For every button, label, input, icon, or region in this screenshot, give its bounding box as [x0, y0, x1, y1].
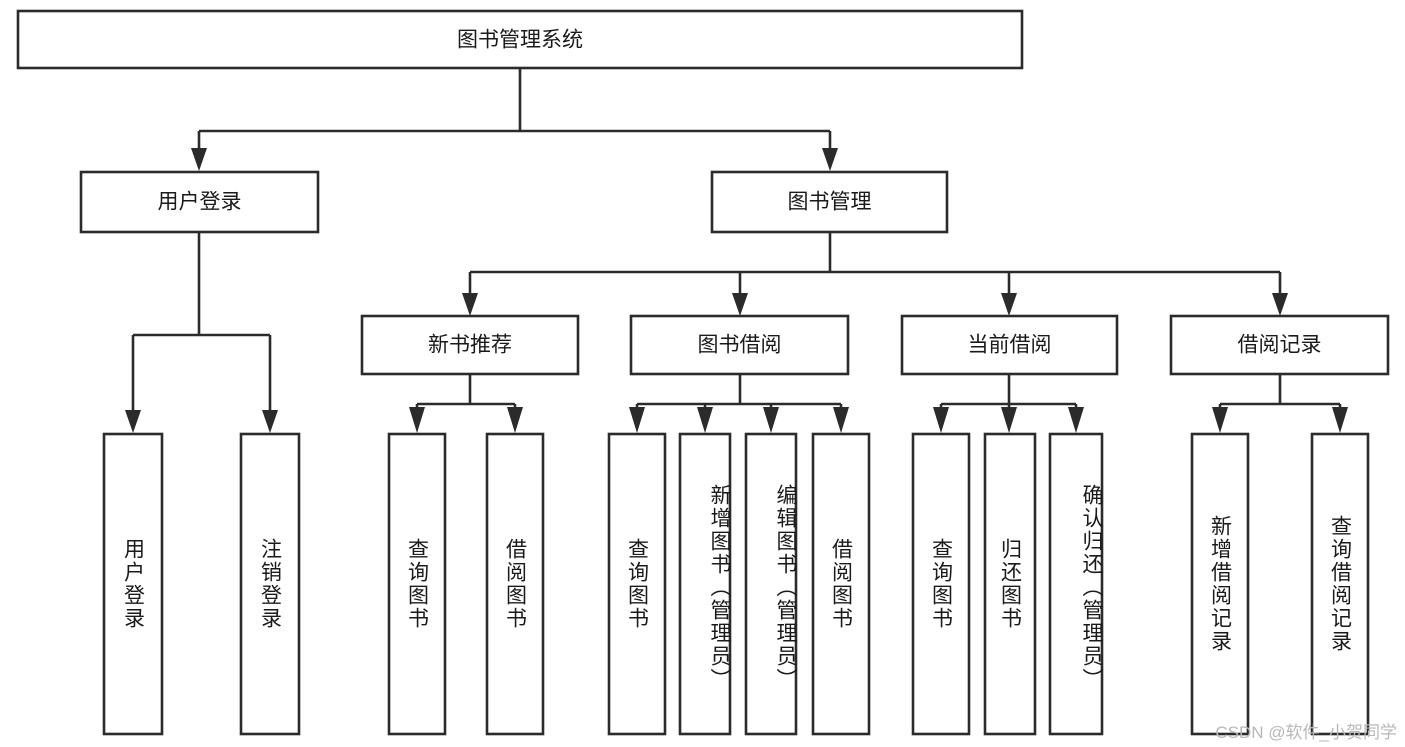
- node-root-box[interactable]: [16, 9, 1024, 70]
- node-root[interactable]: 图书管理系统: [16, 9, 1024, 70]
- leaf-box-add-book-admin[interactable]: [678, 432, 732, 736]
- node-book-management-box[interactable]: [710, 170, 949, 234]
- leaf-box-edit-book-admin[interactable]: [744, 432, 798, 736]
- node-book-management[interactable]: 图书管理: [710, 170, 949, 234]
- leaf-box-query-borrow-record[interactable]: [1310, 432, 1370, 736]
- leaf-box-return-book[interactable]: [983, 432, 1037, 736]
- node-book-borrow[interactable]: 图书借阅: [629, 314, 850, 376]
- connector-group-borrow-record: [1212, 374, 1348, 433]
- arrow-head-leaf-query-book-rec: [409, 407, 425, 433]
- leaf-box-borrow-book-rec[interactable]: [485, 432, 545, 736]
- arrow-head-leaf-query-book-borrow: [629, 407, 645, 433]
- node-borrow-record[interactable]: 借阅记录: [1169, 314, 1390, 376]
- arrow-head-leaf-borrow-book-rec: [507, 407, 523, 433]
- node-user-login[interactable]: 用户登录: [79, 170, 320, 234]
- leaf-box-borrow-book[interactable]: [811, 432, 871, 736]
- leaf-box-user-login[interactable]: [102, 432, 164, 736]
- arrow-head-leaf-return-book: [1001, 407, 1017, 433]
- node-user-login-box[interactable]: [79, 170, 320, 234]
- node-current-borrow-label: 当前借阅: [968, 334, 1052, 357]
- arrow-head-new-book-recommend: [462, 293, 478, 316]
- node-new-book-recommend[interactable]: 新书推荐: [360, 314, 580, 376]
- node-borrow-record-box[interactable]: [1169, 314, 1390, 376]
- connector-group-book-management: [462, 232, 1288, 316]
- node-current-borrow[interactable]: 当前借阅: [900, 314, 1119, 376]
- node-book-borrow-label: 图书借阅: [698, 334, 782, 357]
- arrow-head-book-borrow: [732, 293, 748, 316]
- csdn-watermark: CSDN @软件_小贺同学: [1215, 723, 1397, 742]
- connector-group-book-borrow: [629, 374, 849, 433]
- connector-group-new-book-recommend: [409, 374, 523, 433]
- leaf-box-query-book-current[interactable]: [911, 432, 971, 736]
- arrow-head-leaf-confirm-return-admin: [1068, 407, 1084, 433]
- arrow-head-borrow-record: [1272, 293, 1288, 316]
- arrow-head-leaf-user-logout: [262, 410, 278, 433]
- leaf-box-query-book-borrow[interactable]: [607, 432, 667, 736]
- leaf-box-user-logout[interactable]: [239, 432, 301, 736]
- arrow-head-current-borrow: [1001, 293, 1017, 316]
- node-book-borrow-box[interactable]: [629, 314, 850, 376]
- leaf-box-add-borrow-record[interactable]: [1190, 432, 1250, 736]
- node-new-book-recommend-label: 新书推荐: [428, 334, 512, 357]
- connector-group-user-login: [125, 232, 278, 433]
- connector-group-current-borrow: [933, 374, 1084, 433]
- arrow-head-leaf-borrow-book: [833, 407, 849, 433]
- leaf-box-query-book-rec[interactable]: [387, 432, 447, 736]
- node-borrow-record-label: 借阅记录: [1238, 334, 1322, 357]
- node-book-management-label: 图书管理: [788, 191, 872, 214]
- arrow-head-user-login: [191, 148, 207, 171]
- arrow-head-leaf-user-login: [125, 410, 141, 433]
- node-current-borrow-box[interactable]: [900, 314, 1119, 376]
- arrow-head-leaf-query-book-current: [933, 407, 949, 433]
- arrow-head-leaf-query-borrow-record: [1332, 407, 1348, 433]
- node-user-login-label: 用户登录: [158, 191, 242, 214]
- node-new-book-recommend-box[interactable]: [360, 314, 580, 376]
- leaf-box-group: [102, 432, 1370, 736]
- node-root-label: 图书管理系统: [457, 29, 583, 52]
- arrow-head-book-management: [822, 148, 838, 171]
- arrow-head-leaf-edit-book-admin: [763, 407, 779, 433]
- arrow-head-leaf-add-borrow-record: [1212, 407, 1228, 433]
- connector-group-root: [191, 68, 838, 171]
- arrow-head-leaf-add-book-admin: [697, 407, 713, 433]
- leaf-box-confirm-return-admin[interactable]: [1048, 432, 1104, 736]
